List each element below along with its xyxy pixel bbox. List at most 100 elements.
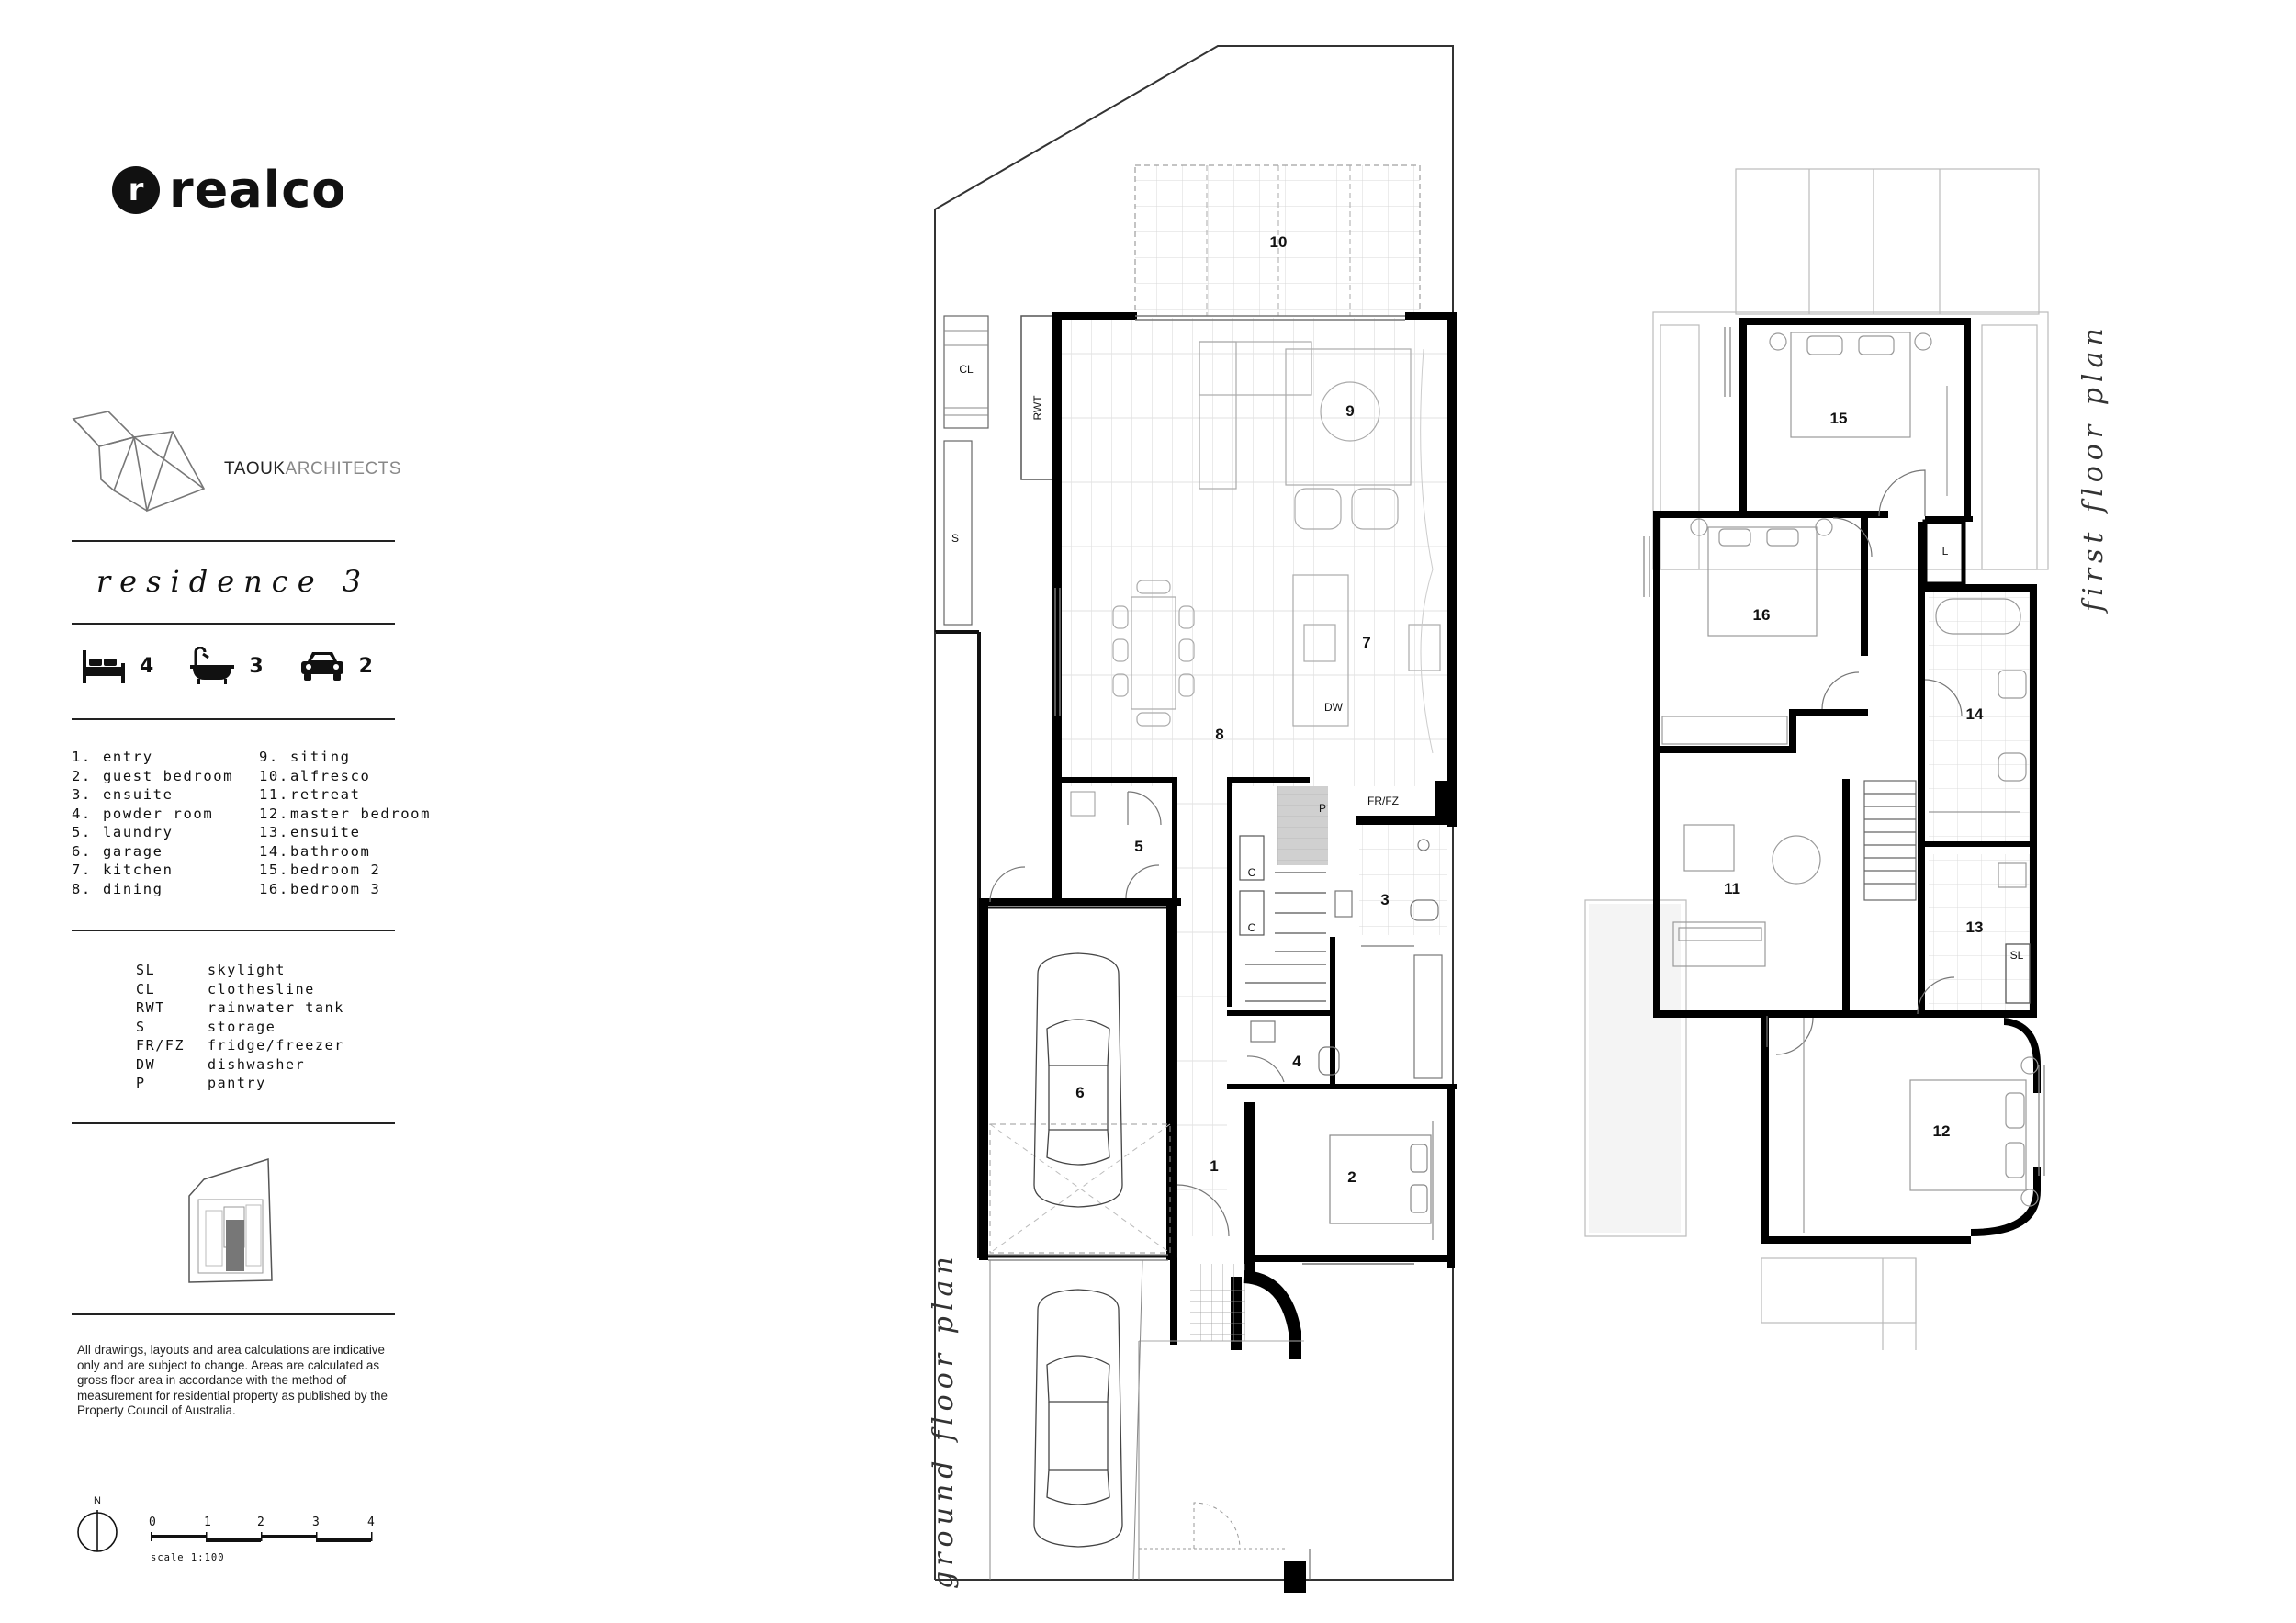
legend-number: 1. — [72, 749, 92, 765]
tag-cupboard: C — [1247, 921, 1256, 934]
legend-number: 6. — [72, 842, 92, 860]
bathroom-count: 3 — [188, 647, 264, 685]
abbreviation-label: storage — [208, 1018, 276, 1035]
room-legend-col2: 9.siting 10.alfresco 11.retreat 12.maste… — [259, 748, 431, 898]
abbreviation-label: fridge/freezer — [208, 1037, 344, 1054]
abbreviation-label: pantry — [208, 1075, 266, 1091]
legend-label: garage — [103, 842, 163, 860]
legend-label: bedroom 2 — [290, 862, 381, 878]
legend-number: 14. — [259, 842, 289, 860]
legend-item: 11.retreat — [259, 785, 431, 805]
legend-number: 3. — [72, 786, 92, 803]
legend-label: ensuite — [103, 786, 174, 803]
legend-item: 9.siting — [259, 748, 431, 767]
room-number-13: 13 — [1965, 919, 1984, 936]
legend-label: alfresco — [290, 767, 371, 784]
legend-item: 14.bathroom — [259, 842, 431, 862]
scale-tick: 4 — [367, 1516, 375, 1529]
north-arrow-icon — [77, 1510, 118, 1552]
legend-label: laundry — [103, 824, 174, 840]
legend-number: 4. — [72, 805, 92, 822]
legend-label: retreat — [290, 786, 361, 803]
legend-item: 10.alfresco — [259, 767, 431, 786]
abbreviation-item: FR/FZ fridge/freezer — [136, 1036, 344, 1055]
abbreviation-item: DW dishwasher — [136, 1055, 344, 1075]
abbreviation-code: DW — [136, 1055, 156, 1073]
tag-storage: S — [951, 532, 960, 545]
realco-logo-text: realco — [169, 161, 347, 219]
room-number-12: 12 — [1932, 1122, 1951, 1140]
realco-logo-mark: r — [112, 166, 160, 214]
legend-item: 13.ensuite — [259, 823, 431, 842]
legend-item: 1. entry — [72, 748, 233, 767]
legend-number: 12. — [259, 805, 289, 822]
car-count: 2 — [298, 648, 373, 683]
abbreviation-label: skylight — [208, 962, 287, 978]
abbreviation-code: FR/FZ — [136, 1037, 186, 1054]
abbreviation-item: SL skylight — [136, 961, 344, 980]
tag-clothesline: CL — [959, 363, 974, 376]
car-count-value: 2 — [358, 654, 373, 678]
legend-label: kitchen — [103, 862, 174, 878]
legend-number: 8. — [72, 880, 92, 897]
first-floor-plan-title: first floor plan — [2077, 322, 2110, 612]
divider — [72, 1313, 395, 1315]
scale-bar — [151, 1532, 373, 1542]
divider — [72, 540, 395, 542]
legend-label: master bedroom — [290, 805, 432, 822]
legend-item: 5. laundry — [72, 823, 233, 842]
legend-number: 11. — [259, 786, 289, 803]
legend-item: 7.kitchen — [72, 861, 233, 880]
tag-skylight: SL — [2009, 949, 2024, 962]
legend-label: entry — [103, 749, 153, 765]
room-number-14: 14 — [1965, 705, 1984, 723]
scale-tick: 2 — [257, 1516, 264, 1529]
tag-dishwasher: DW — [1324, 701, 1343, 714]
tag-cupboard: C — [1247, 866, 1256, 879]
room-number-2: 2 — [1347, 1168, 1356, 1186]
car-icon — [300, 652, 343, 681]
legend-label: dining — [103, 880, 163, 897]
legend-number: 9. — [259, 749, 279, 765]
legend-number: 5. — [72, 824, 92, 840]
tag-linen: L — [1941, 545, 1949, 558]
abbreviation-label: dishwasher — [208, 1055, 306, 1073]
abbreviation-code: SL — [136, 962, 156, 978]
feature-stats: 4 3 2 — [81, 647, 408, 685]
room-number-6: 6 — [1075, 1084, 1085, 1101]
bed-icon — [83, 650, 125, 683]
legend-label: guest bedroom — [103, 767, 234, 784]
legend-item: 2. guest bedroom — [72, 767, 233, 786]
legend-item: 3. ensuite — [72, 785, 233, 805]
divider — [72, 930, 395, 931]
room-number-9: 9 — [1345, 402, 1355, 420]
legend-number: 2. — [72, 767, 92, 784]
room-number-7: 7 — [1362, 634, 1371, 651]
legend-number: 16. — [259, 880, 289, 897]
legend-item: 12.master bedroom — [259, 805, 431, 824]
tag-fridge-freezer: FR/FZ — [1367, 795, 1399, 807]
bathtub-icon — [190, 647, 235, 684]
bedroom-count: 4 — [81, 647, 153, 685]
residence-title: residence 3 — [96, 564, 371, 599]
legend-label: powder room — [103, 805, 214, 822]
legend-item: 16.bedroom 3 — [259, 880, 431, 899]
tag-pantry: P — [1318, 802, 1327, 815]
room-number-8: 8 — [1215, 726, 1224, 743]
legend-label: bedroom 3 — [290, 880, 381, 897]
realco-logo: r realco — [112, 165, 346, 215]
room-legend-col1: 1. entry 2. guest bedroom 3. ensuite 4. powd… — [72, 748, 233, 898]
divider — [72, 623, 395, 625]
divider — [72, 1122, 395, 1124]
abbreviation-label: rainwater tank — [208, 999, 344, 1016]
legend-label: bathroom — [290, 842, 371, 860]
legend-number: 10. — [259, 767, 289, 784]
abbreviation-label: clothesline — [208, 980, 315, 997]
room-number-16: 16 — [1752, 606, 1771, 624]
divider — [72, 718, 395, 720]
